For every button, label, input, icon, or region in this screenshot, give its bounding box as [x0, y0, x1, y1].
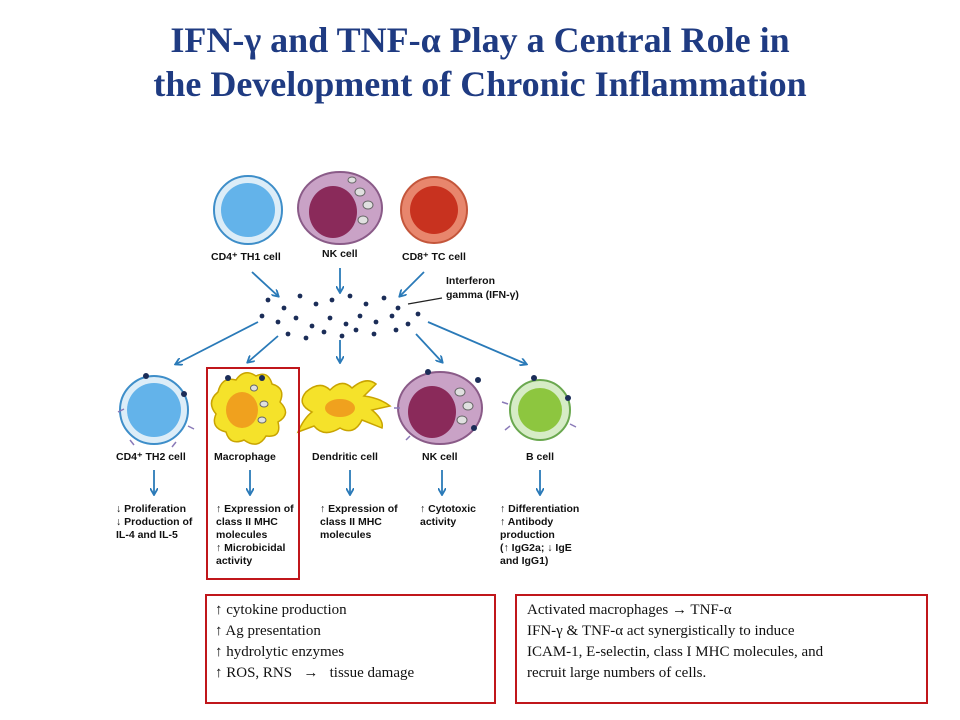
arrow-to-b-cell: [427, 321, 526, 364]
ifn-molecule-dot: [357, 313, 363, 319]
ifn-molecule-dot: [339, 333, 345, 339]
tnf-note-line-3: recruit large numbers of cells.: [527, 665, 707, 681]
th1-cell-icon: [213, 175, 283, 245]
title-line-1: IFN-γ and TNF-α Play a Central Role in: [170, 20, 790, 60]
ifn-gamma-molecules: [259, 293, 421, 341]
ifn-molecule-dot: [309, 323, 315, 329]
ifn-molecule-dot: [415, 311, 421, 317]
ifn-molecule-dot: [329, 297, 335, 303]
arrow-to-nk: [415, 333, 442, 362]
ifn-molecule-dot: [327, 315, 333, 321]
slide-title: IFN-γ and TNF-α Play a Central Role in t…: [0, 18, 960, 106]
macrophage-note-line-1: ↑ Ag presentation: [215, 623, 321, 639]
target-label-2: Dendritic cell: [312, 451, 378, 463]
ifn-molecule-dot: [363, 301, 369, 307]
ifn-molecule-dot: [373, 319, 379, 325]
tc-cell-label: CD8⁺ TC cell: [402, 251, 466, 263]
ifn-molecule-dot: [265, 297, 271, 303]
target-0-effect-line-2: IL-4 and IL-5: [116, 529, 178, 541]
target-1-effect-line-0: ↑ Expression of: [216, 503, 294, 515]
ifn-molecule-dot: [393, 327, 399, 333]
arrow-to-macrophage: [248, 335, 279, 362]
arrow-to-th2: [176, 321, 259, 364]
ifn-molecule-dot: [321, 329, 327, 335]
title-line-2: the Development of Chronic Inflammation: [153, 64, 807, 104]
tnf-note-line-1: IFN-γ & TNF-α act synergistically to ind…: [527, 623, 795, 639]
th2-cell-icon: [117, 373, 195, 448]
target-1-effect-line-3: ↑ Microbicidal: [216, 542, 286, 554]
target-1-effect-line-1: class II MHC: [216, 516, 278, 528]
ifn-molecule-dot: [293, 315, 299, 321]
target-4-effect-line-2: production: [500, 529, 555, 541]
target-4-effect-line-1: ↑ Antibody: [500, 516, 553, 528]
macrophage-icon: [210, 372, 287, 445]
target-0-effect-line-0: ↓ Proliferation: [116, 503, 186, 515]
macrophage-note-line-0: ↑ cytokine production: [215, 602, 347, 618]
nk-cell-bottom-icon: [394, 369, 483, 445]
ifn-molecule-dot: [275, 319, 281, 325]
target-1-effect-line-2: molecules: [216, 529, 268, 541]
macrophage-note-line-2: ↑ hydrolytic enzymes: [215, 644, 345, 660]
th1-secretion-arrow: [251, 271, 278, 296]
nk-cell-top-icon: [297, 171, 383, 245]
th1-cell-label: CD4⁺ TH1 cell: [211, 251, 281, 263]
ifn-pointer-line: [407, 297, 443, 305]
ifn-molecule-dot: [371, 331, 377, 337]
target-3-effect-line-0: ↑ Cytotoxic: [420, 503, 476, 515]
ifn-molecule-dot: [347, 293, 353, 299]
target-3-effect-line-1: activity: [420, 516, 456, 528]
ifn-molecule-dot: [297, 293, 303, 299]
ifn-molecule-dot: [381, 295, 387, 301]
target-1-effect-line-4: activity: [216, 555, 252, 567]
target-4-effect-line-4: and IgG1): [500, 555, 548, 567]
ifn-molecule-dot: [353, 327, 359, 333]
target-2-effect-line-2: molecules: [320, 529, 372, 541]
tnf-note-line-0: Activated macrophages → TNF-α: [527, 602, 732, 618]
ifn-label-line-2: gamma (IFN-γ): [446, 289, 519, 301]
macrophage-note-line-3: ↑ ROS, RNS → tissue damage: [215, 665, 415, 681]
target-label-3: NK cell: [422, 451, 458, 463]
target-label-0: CD4⁺ TH2 cell: [116, 451, 186, 463]
ifn-molecule-dot: [259, 313, 265, 319]
macrophage-highlight-box: [206, 367, 300, 580]
ifn-molecule-dot: [281, 305, 287, 311]
target-4-effect-line-3: (↑ IgG2a; ↓ IgE: [500, 542, 572, 554]
target-0-effect-line-1: ↓ Production of: [116, 516, 193, 528]
ifn-molecule-dot: [405, 321, 411, 327]
ifn-label-line-1: Interferon: [446, 275, 495, 287]
target-label-1: Macrophage: [214, 451, 276, 463]
dendritic-cell-icon: [296, 380, 392, 434]
b-cell-icon: [501, 375, 577, 441]
ifn-molecule-dot: [285, 331, 291, 337]
ifn-molecule-dot: [343, 321, 349, 327]
target-label-4: B cell: [526, 451, 554, 463]
macrophage-effects-box: ↑ cytokine production ↑ Ag presentation …: [205, 594, 496, 704]
ifn-molecule-dot: [395, 305, 401, 311]
ifn-molecule-dot: [389, 313, 395, 319]
tnf-synergy-box: Activated macrophages → TNF-α IFN-γ & TN…: [515, 594, 928, 704]
tnf-note-line-2: ICAM-1, E-selectin, class I MHC molecule…: [527, 644, 824, 660]
nk-cell-top-label: NK cell: [322, 248, 358, 260]
ifn-molecule-dot: [313, 301, 319, 307]
target-2-effect-line-1: class II MHC: [320, 516, 382, 528]
target-4-effect-line-0: ↑ Differentiation: [500, 503, 579, 515]
tc-cell-icon: [400, 176, 468, 244]
ifn-molecule-dot: [303, 335, 309, 341]
tc-secretion-arrow: [400, 271, 425, 296]
target-2-effect-line-0: ↑ Expression of: [320, 503, 398, 515]
